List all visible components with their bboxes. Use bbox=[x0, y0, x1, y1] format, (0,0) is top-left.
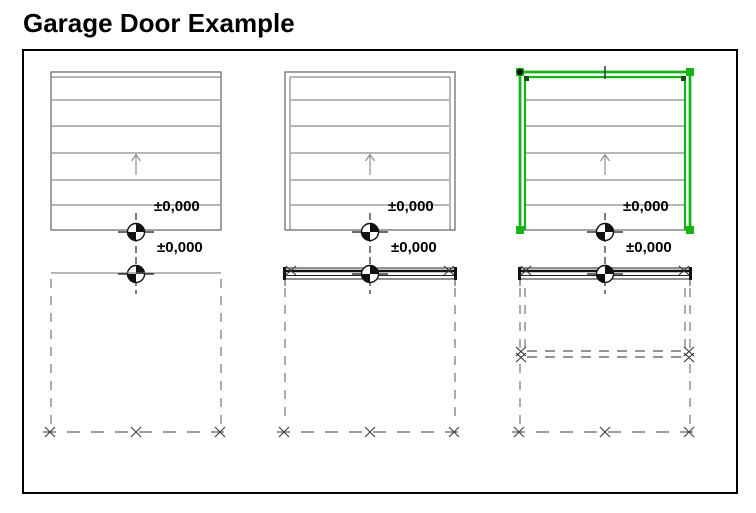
datum-markers bbox=[587, 213, 623, 294]
hotspot-x-marks bbox=[513, 426, 695, 438]
door-panel-lines bbox=[526, 99, 684, 206]
level-label-lower: ±0,000 bbox=[157, 239, 203, 256]
door-frame bbox=[289, 76, 451, 230]
level-label-upper: ±0,000 bbox=[388, 198, 434, 215]
origin-hotspot-icon bbox=[516, 68, 524, 76]
datum-markers bbox=[352, 213, 388, 294]
up-arrow-icon bbox=[365, 153, 375, 175]
up-arrow-icon bbox=[600, 153, 610, 175]
selected-door-frame bbox=[516, 66, 694, 234]
door-panel-lines bbox=[52, 99, 220, 206]
datum-markers bbox=[118, 213, 154, 294]
page-title: Garage Door Example bbox=[23, 8, 295, 38]
level-label-lower: ±0,000 bbox=[626, 239, 672, 256]
hotspot-x-marks bbox=[44, 426, 226, 438]
level-label-upper: ±0,000 bbox=[154, 198, 200, 215]
example-frame: ±0,000 ±0,000 bbox=[22, 49, 738, 494]
drawing-garage-door-with-frame: ±0,000 ±0,000 bbox=[277, 71, 463, 438]
edit-node-right-icon bbox=[681, 76, 686, 81]
edit-node-left-icon bbox=[524, 76, 529, 81]
level-label-upper: ±0,000 bbox=[623, 198, 669, 215]
open-door-leaf-plan bbox=[515, 346, 695, 363]
plan-view bbox=[43, 272, 229, 438]
drawing-garage-door-selected: ±0,000 ±0,000 bbox=[512, 66, 698, 438]
door-panel-lines bbox=[291, 99, 449, 206]
elevation-view bbox=[516, 66, 694, 234]
door-track-plan bbox=[519, 288, 691, 349]
level-label-lower: ±0,000 bbox=[391, 239, 437, 256]
up-arrow-icon bbox=[131, 153, 141, 175]
hotspot-x-marks bbox=[278, 426, 460, 438]
drawing-garage-door-plain: ±0,000 ±0,000 bbox=[43, 71, 229, 438]
